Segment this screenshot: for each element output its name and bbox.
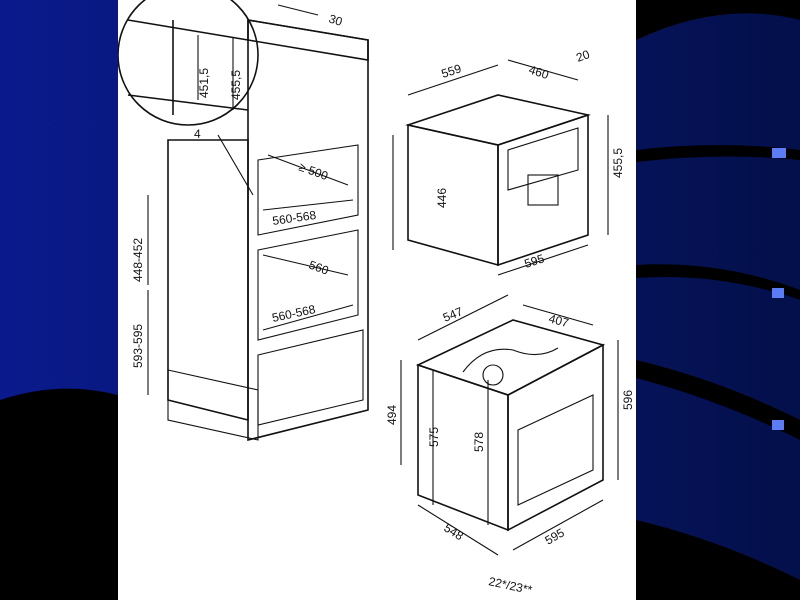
dim-596: 596 — [621, 390, 635, 410]
base-drawer — [257, 329, 364, 426]
installation-diagram: 30 451,5 455,5 4 ≥ 500 560-568 448-452 5… — [118, 0, 635, 597]
upper-niche — [257, 144, 359, 236]
dim-578: 578 — [472, 432, 486, 452]
cabinet-schematic: 30 451,5 455,5 4 ≥ 500 560-568 448-452 5… — [118, 0, 369, 442]
cabinet-top — [247, 19, 369, 61]
dim-lower-depth: 560 — [307, 258, 331, 278]
plinth — [167, 369, 259, 441]
drawing-panel — [118, 0, 636, 600]
cabinet-left-side — [167, 139, 249, 422]
cabinet-front — [247, 19, 369, 442]
oven-front — [507, 343, 604, 532]
dim-595-coffee: 595 — [523, 251, 547, 271]
oven-schematic: 547 407 494 575 578 596 548 595 22*/23** — [385, 294, 635, 597]
dim-460: 460 — [527, 63, 551, 83]
dim-panel-thickness: 22*/23** — [487, 574, 533, 597]
coffee-spout — [527, 174, 559, 206]
detail-pointer — [217, 134, 254, 196]
dim-455-5-coffee: 455,5 — [611, 148, 625, 178]
dim-575: 575 — [427, 427, 441, 447]
coffee-top — [405, 94, 591, 146]
dim-upper-height: 448-452 — [131, 238, 145, 282]
coffee-front-panel — [507, 127, 579, 191]
oven-window — [517, 394, 594, 506]
dim-upper-depth: ≥ 500 — [297, 160, 330, 184]
dim-407: 407 — [547, 311, 570, 330]
coffee-machine-schematic: 559 460 20 446 455,5 595 — [392, 47, 625, 276]
dim-494: 494 — [385, 405, 399, 425]
oven-top — [415, 319, 606, 396]
dim-455-5: 455,5 — [229, 70, 243, 100]
dim-4: 4 — [194, 127, 201, 141]
coffee-side — [407, 124, 499, 267]
dim-446: 446 — [435, 188, 449, 208]
dim-451-5: 451,5 — [197, 68, 211, 98]
oven-heating-element — [462, 347, 559, 373]
dim-559: 559 — [440, 61, 464, 81]
dim-547: 547 — [441, 304, 465, 325]
dim-30: 30 — [327, 12, 344, 30]
dim-20: 20 — [574, 47, 592, 65]
dim-upper-width: 560-568 — [271, 208, 317, 228]
detail-magnifier — [118, 0, 259, 126]
lower-niche — [257, 229, 359, 341]
dim-548: 548 — [441, 521, 466, 544]
dim-595-oven: 595 — [543, 525, 568, 547]
oven-fan — [482, 364, 504, 386]
dim-lower-height: 593-595 — [131, 324, 145, 368]
coffee-front — [497, 113, 589, 267]
